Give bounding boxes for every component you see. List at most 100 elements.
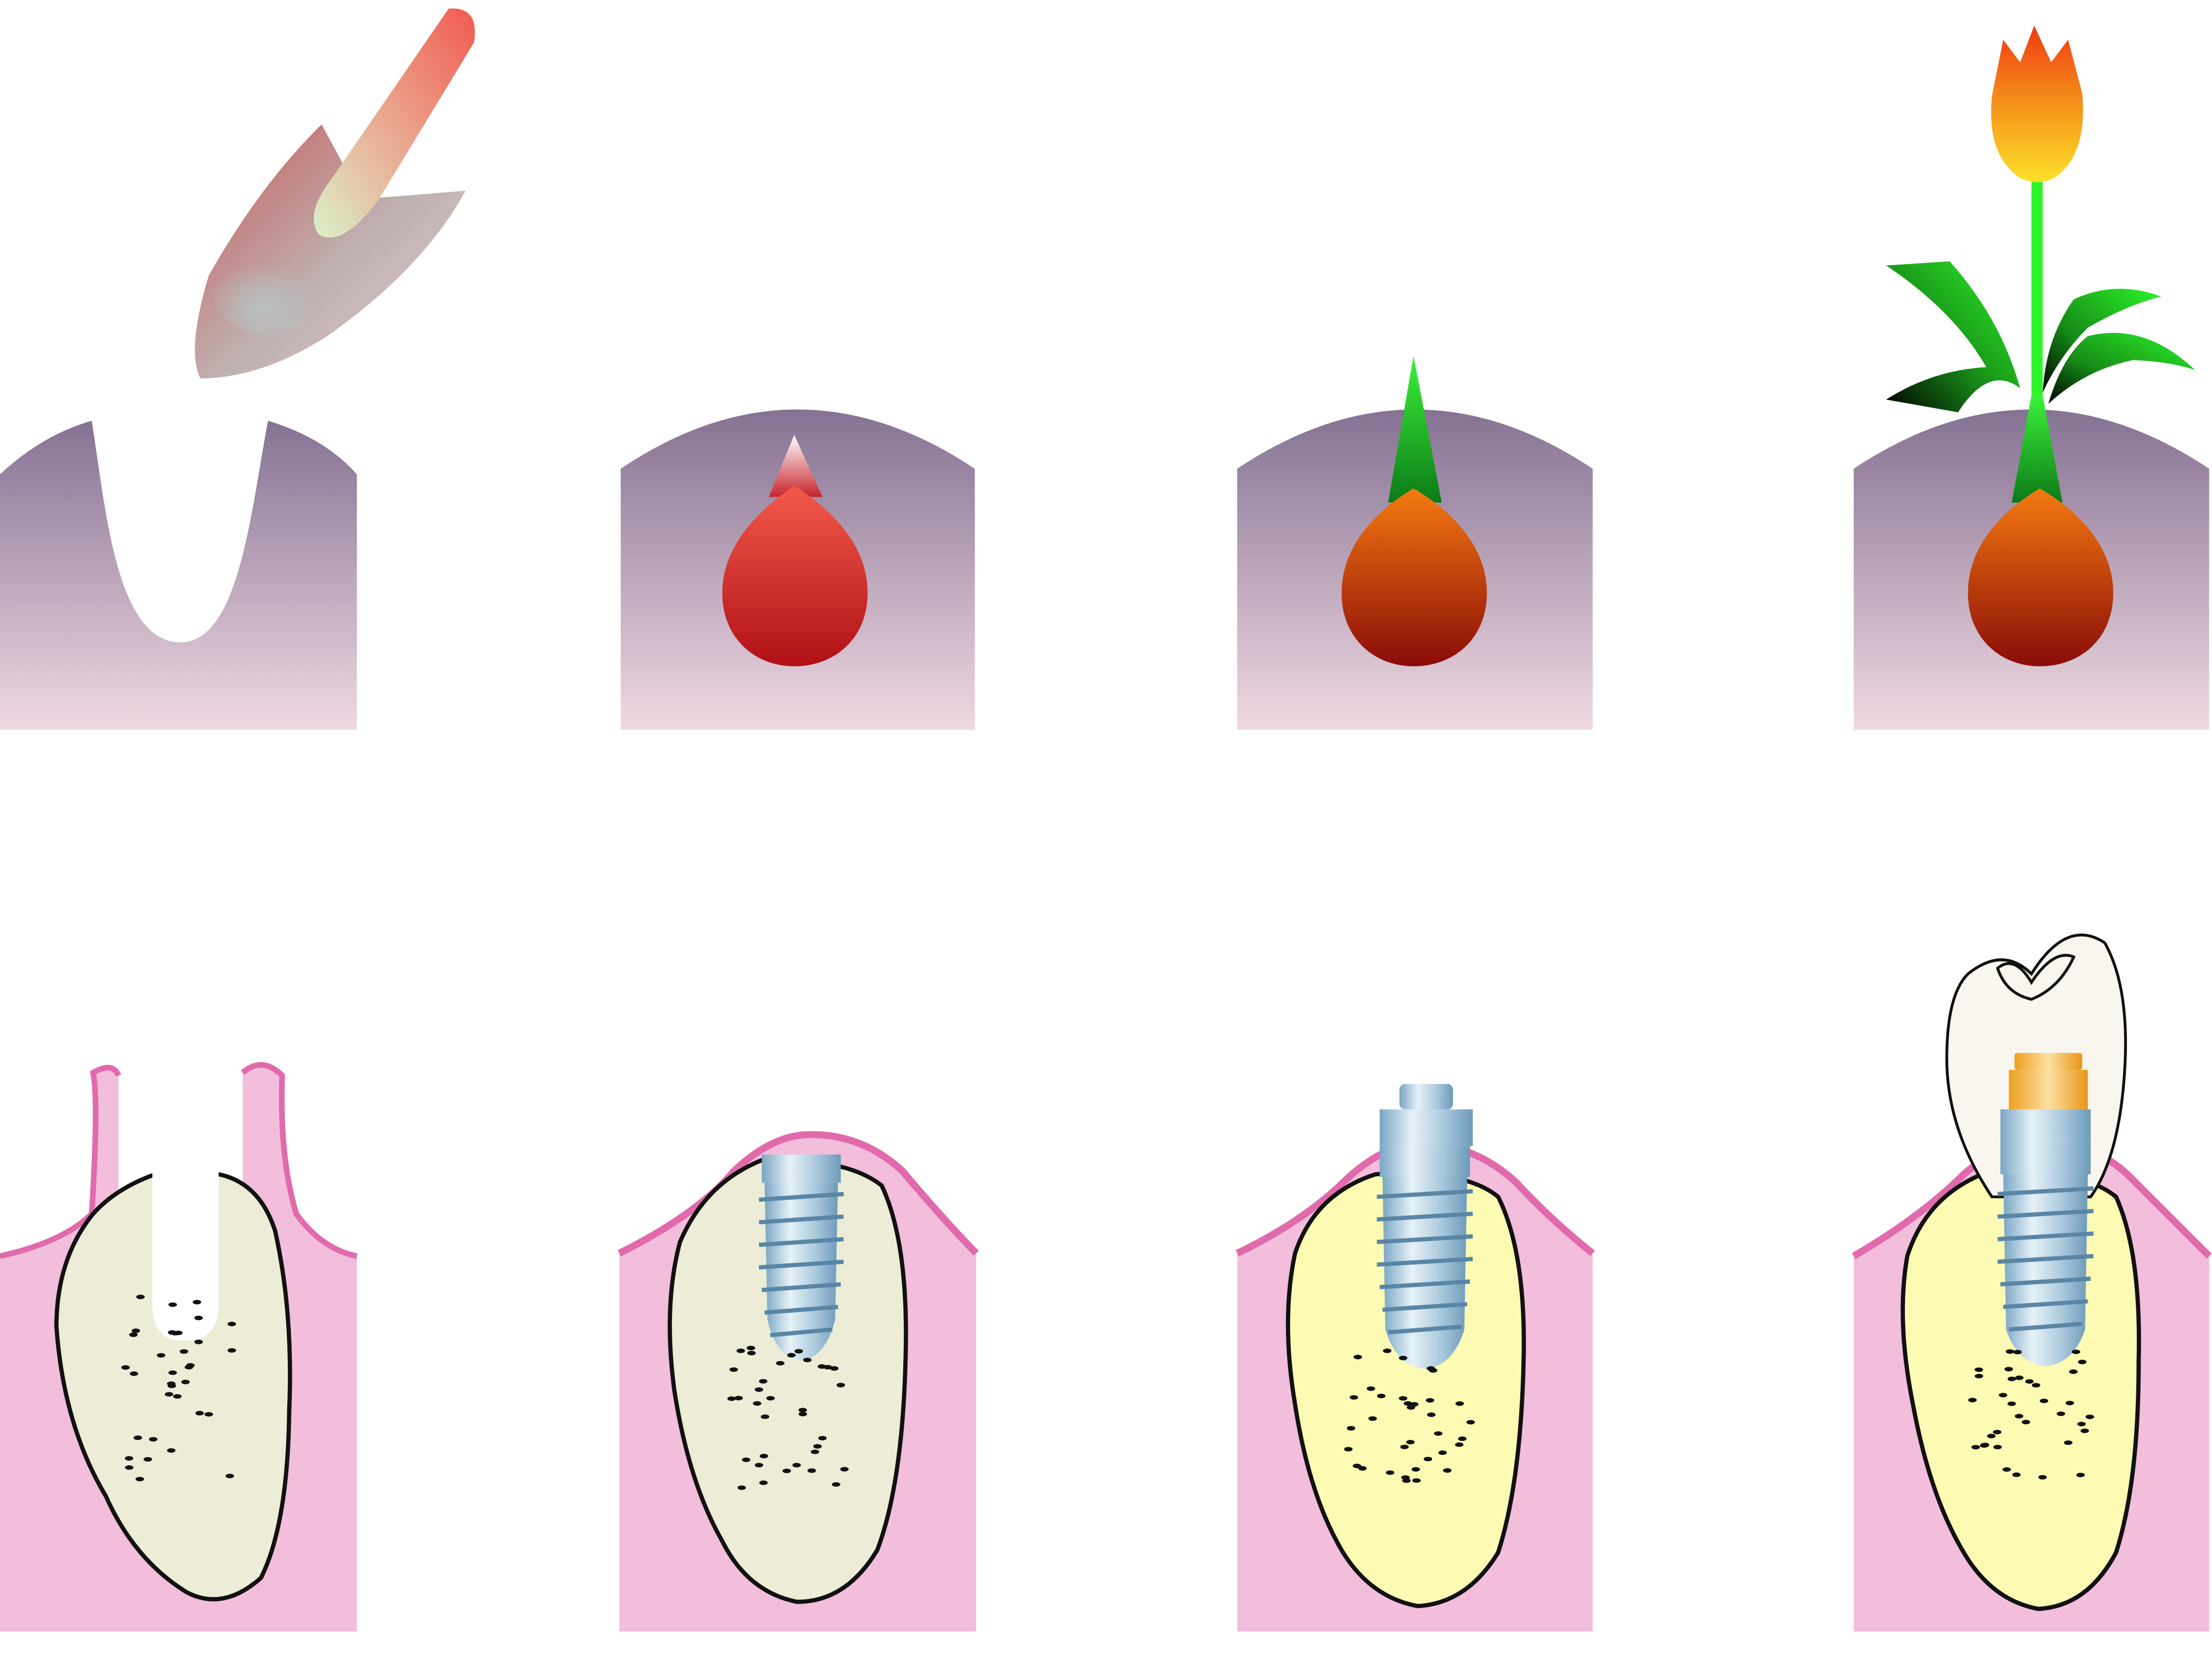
bone-dot — [164, 1392, 174, 1397]
bone-dot — [2080, 1428, 2089, 1434]
leaf-left — [1886, 261, 2020, 412]
bone-dot — [129, 1332, 138, 1337]
garden-stage-dig-hole — [0, 8, 475, 730]
bone-dot — [1975, 1367, 1983, 1372]
bone-dot — [2032, 1383, 2040, 1388]
bone-dot — [2056, 1411, 2065, 1416]
bone-dot — [1411, 1467, 1420, 1472]
bone-dot — [1400, 1444, 1409, 1450]
bone-dot — [766, 1396, 775, 1401]
bone-dot — [2025, 1379, 2034, 1384]
bone-dot — [747, 1345, 755, 1351]
bone-trabeculae — [121, 1295, 2094, 1490]
dental-stage-extraction-socket — [0, 1062, 358, 1632]
bone-dot — [1385, 1470, 1395, 1475]
bone-dot — [1353, 1355, 1362, 1359]
bone-dot — [1981, 1442, 1990, 1448]
bone-dot — [747, 1351, 756, 1356]
bone-dot — [807, 1468, 816, 1473]
implant-icon — [1997, 1109, 2094, 1367]
bone-dot — [133, 1435, 142, 1440]
bone-dot — [1366, 1386, 1376, 1391]
bone-dot — [840, 1467, 849, 1472]
bulb-icon — [1968, 488, 2113, 666]
bone-dot — [194, 1315, 203, 1321]
bone-dot — [2071, 1349, 2080, 1354]
bone-dot — [830, 1366, 839, 1371]
bone-dot — [143, 1457, 152, 1462]
bone-dot — [737, 1485, 746, 1490]
bone-dot — [818, 1436, 827, 1441]
bone-dot — [1443, 1468, 1452, 1473]
dental-stage-healing-abutment — [1236, 1083, 1595, 1632]
bone-dot — [1402, 1478, 1411, 1483]
bone-dot — [1358, 1466, 1367, 1471]
bone-dot — [168, 1302, 177, 1307]
bone-dot — [192, 1300, 201, 1304]
bone-dot — [1406, 1440, 1415, 1444]
bone-dot — [179, 1349, 188, 1354]
bone-dot — [754, 1463, 763, 1468]
bone-dot — [776, 1360, 785, 1366]
bone-dot — [1975, 1373, 1983, 1379]
gum-edge — [618, 1131, 979, 1257]
dental-stage-crown — [1852, 934, 2212, 1632]
bone-dot — [2014, 1414, 2023, 1419]
bone-dot — [823, 1365, 832, 1370]
bone-dot — [2039, 1398, 2049, 1404]
bone-dot — [803, 1357, 812, 1363]
bone-dot — [1368, 1416, 1377, 1421]
bone-dot — [1398, 1396, 1408, 1401]
bone-dot — [782, 1468, 791, 1474]
bone-dot — [136, 1295, 145, 1299]
bone-dot — [204, 1412, 213, 1417]
bone-dot — [173, 1394, 182, 1399]
sprout-icon — [1388, 356, 1442, 503]
bone-dot — [1971, 1444, 1980, 1450]
bone-dot — [1968, 1397, 1977, 1402]
bone-dot — [130, 1371, 138, 1376]
crown-cusp — [1996, 954, 2076, 1001]
bone-dot — [2076, 1472, 2085, 1478]
bone-dot — [171, 1331, 179, 1336]
bone-dot — [157, 1353, 165, 1358]
bone-dot — [1455, 1442, 1464, 1447]
implant-icon — [1377, 1146, 1473, 1369]
bone-dot — [810, 1449, 819, 1454]
bone-dot — [759, 1379, 768, 1384]
bone-dot — [832, 1482, 841, 1487]
implant-icon — [759, 1154, 844, 1361]
bone-dot — [194, 1339, 203, 1344]
tulip-icon — [1991, 25, 2083, 183]
bone-dot — [794, 1349, 803, 1354]
bone-dot — [2078, 1359, 2087, 1365]
bone-dot — [1349, 1395, 1359, 1400]
bone-dot — [1412, 1478, 1421, 1483]
bone-dot — [754, 1387, 763, 1392]
bone-dot — [2085, 1414, 2094, 1420]
bone-dot — [2064, 1440, 2073, 1445]
trowel-icon — [194, 8, 475, 379]
bone-dot — [1458, 1436, 1467, 1441]
dental-stage-implant-placed — [618, 1131, 979, 1632]
bone-dot — [836, 1383, 845, 1387]
bone-dot — [124, 1456, 134, 1461]
bone-dot — [227, 1348, 236, 1353]
bone-dot — [798, 1408, 807, 1413]
bone-dot — [1407, 1405, 1416, 1410]
bone — [667, 1158, 908, 1604]
bone-dot — [2004, 1367, 2013, 1372]
bone-dot — [736, 1349, 745, 1353]
bone-dot — [2007, 1377, 2017, 1381]
bone-dot — [2038, 1475, 2047, 1480]
gum-edge — [0, 1062, 358, 1259]
bone-dot — [1377, 1394, 1385, 1398]
bone-dot — [181, 1380, 190, 1384]
abutment-icon — [2009, 1053, 2088, 1109]
soil-mound — [0, 421, 357, 730]
healing-abutment-icon — [1379, 1083, 1473, 1146]
bone-dot — [787, 1353, 796, 1358]
bone-dot — [2007, 1401, 2016, 1406]
